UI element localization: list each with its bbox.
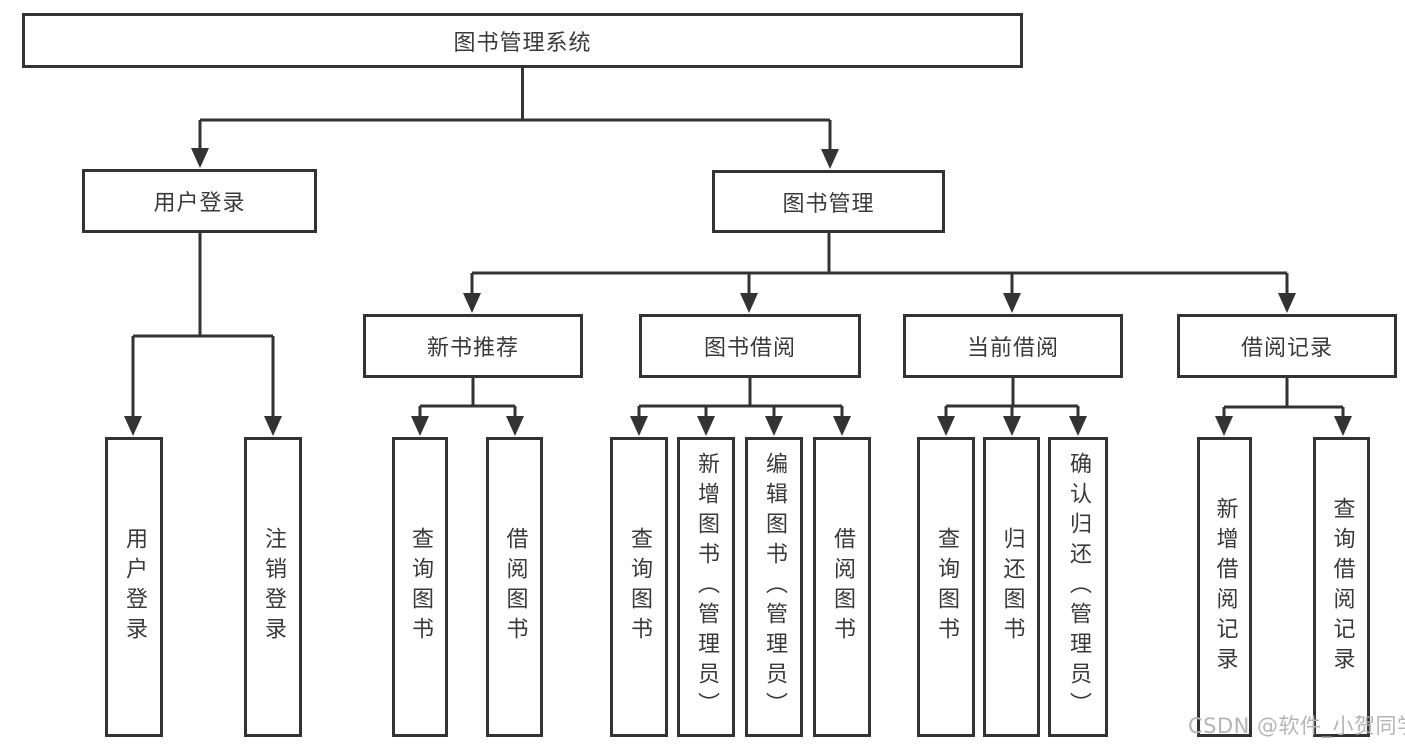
watermark-text: CSDN @软件_小贺同学 (1188, 714, 1405, 738)
node-label: 编辑图书（管理员） (762, 452, 787, 722)
node-book-management: 图书管理 (712, 170, 945, 233)
arrowheads (124, 148, 1352, 436)
node-label: 新增图书（管理员） (694, 452, 719, 722)
node-label: 查询图书 (408, 527, 433, 647)
node-query-borrow-record: 查询借阅记录 (1313, 437, 1370, 737)
node-query-books-borrow: 查询图书 (610, 437, 668, 737)
node-label: 新增借阅记录 (1212, 497, 1238, 677)
node-label: 查询借阅记录 (1329, 497, 1355, 677)
node-borrow-records: 借阅记录 (1177, 314, 1397, 378)
node-add-book-admin: 新增图书（管理员） (677, 437, 735, 737)
node-label: 注销登录 (261, 527, 286, 647)
node-add-borrow-record: 新增借阅记录 (1197, 437, 1252, 737)
node-label: 查询图书 (934, 527, 959, 647)
node-new-book-recommend: 新书推荐 (363, 314, 583, 378)
node-user-login-leaf: 用户登录 (105, 437, 163, 737)
node-library-system: 图书管理系统 (22, 13, 1023, 68)
node-label: 归还图书 (999, 527, 1025, 647)
node-return-book: 归还图书 (983, 437, 1040, 737)
node-user-login: 用户登录 (82, 169, 317, 233)
node-query-books-recommend: 查询图书 (392, 437, 448, 737)
node-label: 查询图书 (627, 527, 652, 647)
node-book-borrow: 图书借阅 (639, 314, 861, 378)
node-confirm-return-admin: 确认归还（管理员） (1048, 437, 1108, 737)
node-logout: 注销登录 (244, 437, 302, 737)
node-current-borrow: 当前借阅 (903, 314, 1123, 378)
node-query-books-current: 查询图书 (917, 437, 975, 737)
node-borrow-books-recommend: 借阅图书 (486, 437, 543, 737)
node-label: 用户登录 (122, 527, 147, 647)
node-borrow-books-leaf: 借阅图书 (813, 437, 871, 737)
node-edit-book-admin: 编辑图书（管理员） (745, 437, 803, 737)
node-label: 借阅图书 (502, 527, 528, 647)
node-label: 确认归还（管理员） (1066, 452, 1091, 722)
node-label: 借阅图书 (830, 527, 855, 647)
